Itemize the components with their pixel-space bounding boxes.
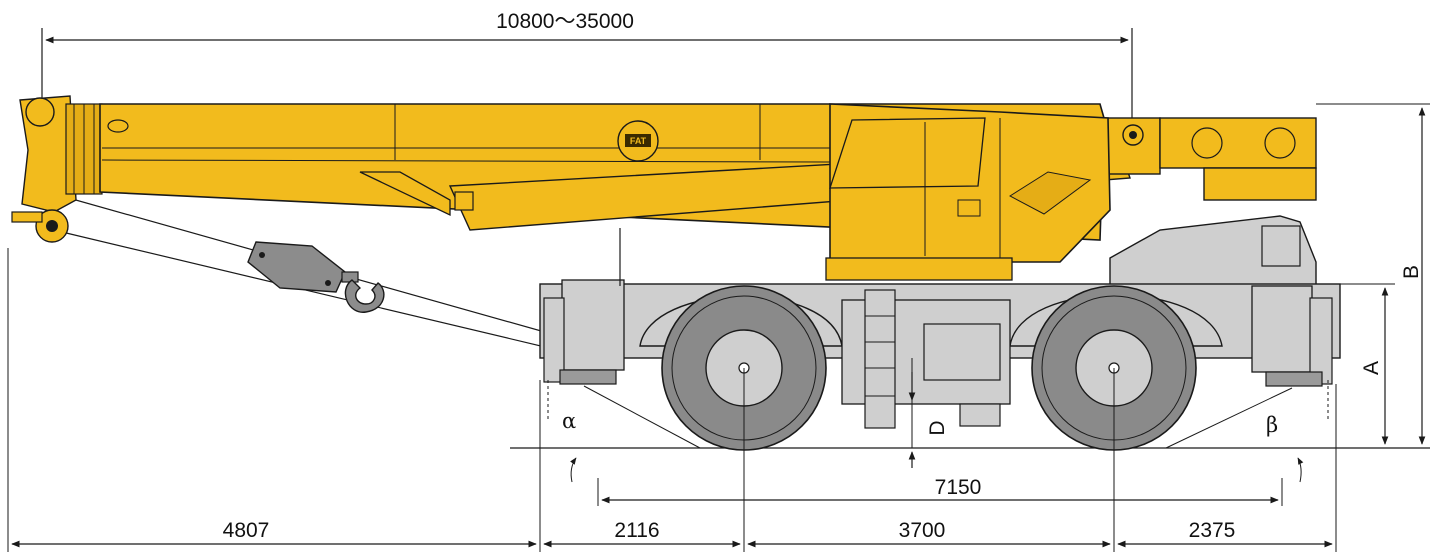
wheelbase-text: 3700	[899, 519, 946, 542]
hook	[344, 279, 385, 313]
departure-angle-label: β	[1266, 413, 1278, 437]
hook-block	[247, 241, 385, 313]
bottom-dimension-chain: 4807 2116 3700 2375	[7, 248, 1337, 552]
approach-angle-label: α	[562, 409, 576, 433]
cab-window	[829, 117, 986, 189]
angle-lines: α β	[547, 380, 1329, 483]
counterweight	[1099, 117, 1317, 201]
front-overhang-text: 4807	[223, 519, 270, 542]
boom-length-dimension: 10800～35000	[41, 10, 1133, 118]
ground-clearance-dimension: D	[908, 358, 949, 468]
rear-overhang-text: 2375	[1189, 519, 1236, 542]
boom-length-text: 10800～35000	[496, 10, 634, 33]
height-a-label: A	[1360, 361, 1383, 375]
overall-length-text: 7150	[935, 476, 982, 499]
boom-head	[11, 95, 103, 243]
height-dimensions: A B	[1310, 103, 1430, 445]
front-to-axle-text: 2116	[614, 519, 659, 542]
engine-hood	[1109, 215, 1317, 287]
cab	[825, 103, 1111, 281]
height-b-label: B	[1400, 265, 1423, 279]
manufacturer-logo-text: FAT	[630, 136, 647, 146]
clearance-d-label: D	[926, 420, 949, 435]
overall-length-dimension: 7150	[597, 476, 1283, 506]
